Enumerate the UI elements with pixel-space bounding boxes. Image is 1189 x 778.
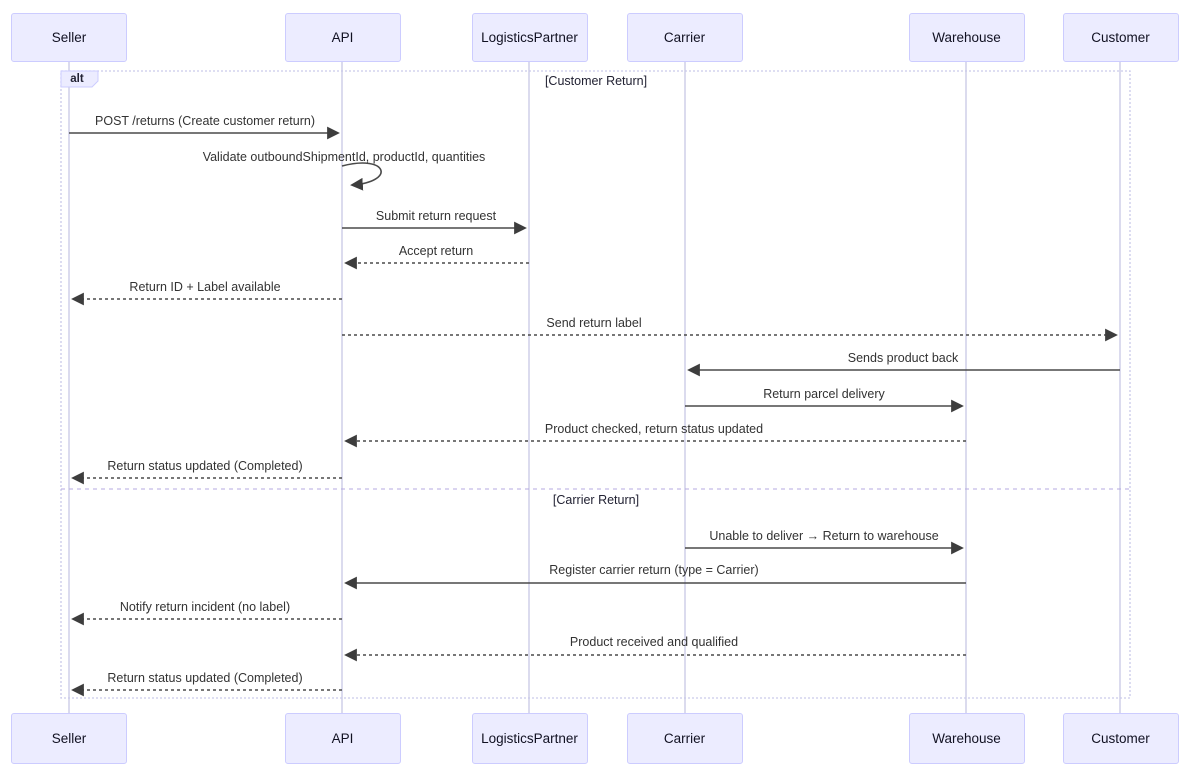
message-label-unable-to-deliver: Unable to deliver → Return to warehouse <box>709 529 939 543</box>
participant-warehouse-bottom: Warehouse <box>908 713 1025 764</box>
message-label-send-return-label: Send return label <box>546 316 642 330</box>
condition-carrier-return: [Carrier Return] <box>552 493 640 507</box>
participant-logisticspartner-top: LogisticsPartner <box>471 13 588 62</box>
message-label-return-status-1: Return status updated (Completed) <box>107 459 303 473</box>
participant-api-bottom: API <box>284 713 401 764</box>
participant-warehouse-top: Warehouse <box>908 13 1025 62</box>
message-label-register-carrier-return: Register carrier return (type = Carrier) <box>549 563 759 577</box>
participant-seller-bottom: Seller <box>11 713 127 764</box>
message-label-return-parcel-delivery: Return parcel delivery <box>763 387 885 401</box>
participant-logisticspartner-bottom: LogisticsPartner <box>471 713 588 764</box>
participant-customer-bottom: Customer <box>1062 713 1179 764</box>
arrow-validate-self-loop <box>341 162 382 191</box>
alt-operator-box <box>60 70 99 88</box>
participant-carrier-bottom: Carrier <box>626 713 743 764</box>
message-label-validate: Validate outboundShipmentId, productId, … <box>202 150 486 164</box>
message-label-return-status-2: Return status updated (Completed) <box>107 671 303 685</box>
condition-customer-return: [Customer Return] <box>544 74 648 88</box>
message-label-product-checked: Product checked, return status updated <box>544 422 764 436</box>
message-label-return-id-label: Return ID + Label available <box>129 280 281 294</box>
message-label-notify-return-incident: Notify return incident (no label) <box>119 600 291 614</box>
message-label-accept-return: Accept return <box>398 244 474 258</box>
participant-customer-top: Customer <box>1062 13 1179 62</box>
lifelines <box>68 62 1121 713</box>
message-label-post-returns: POST /returns (Create customer return) <box>95 114 315 128</box>
participant-seller-top: Seller <box>11 13 127 62</box>
participant-carrier-top: Carrier <box>626 13 743 62</box>
participant-api-top: API <box>284 13 401 62</box>
message-label-submit-return-request: Submit return request <box>375 209 497 223</box>
alt-operator-label: alt <box>70 73 84 85</box>
message-label-product-received: Product received and qualified <box>569 635 739 649</box>
message-label-sends-product-back: Sends product back <box>847 351 959 365</box>
